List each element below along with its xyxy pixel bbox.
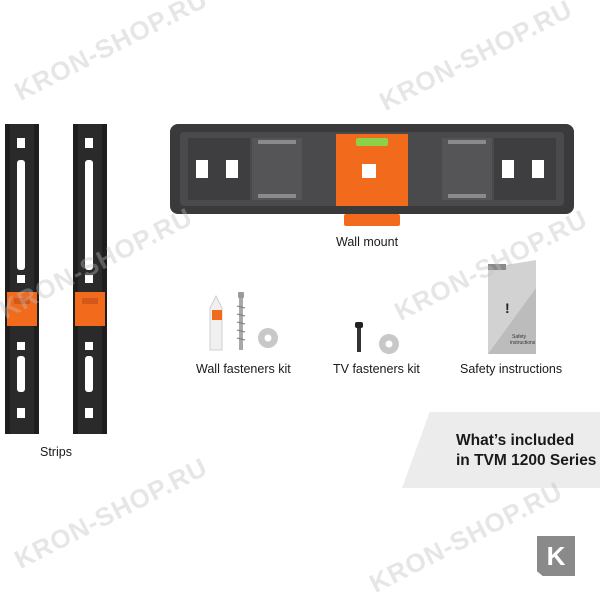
tv-fasteners-illustration — [355, 322, 399, 354]
watermark: KRON-SHOP.RU — [9, 451, 213, 575]
safety-sheet-symbol: ! — [505, 300, 510, 316]
safety-sheet-illustration — [488, 260, 536, 354]
wall-fasteners-illustration — [209, 292, 278, 351]
safety-label: Safety instructions — [460, 362, 563, 376]
series-banner — [402, 412, 600, 488]
wall-fasteners-label: Wall fasteners kit — [196, 362, 291, 376]
strips-label: Strips — [40, 445, 72, 459]
banner-line-1: What’s included — [456, 432, 575, 449]
kron-logo: K — [537, 536, 575, 576]
tv-fasteners-label: TV fasteners kit — [333, 362, 420, 376]
wall-mount-label: Wall mount — [336, 235, 399, 249]
safety-sheet-text-1: Safety — [512, 334, 527, 340]
safety-sheet-text-2: instructions — [510, 340, 536, 346]
banner-text: What’s included in TVM 1200 Series — [456, 431, 596, 471]
watermark: KRON-SHOP.RU — [374, 0, 578, 117]
strip-right — [73, 124, 107, 434]
watermark: KRON-SHOP.RU — [9, 0, 213, 107]
strip-left — [5, 124, 39, 434]
wall-mount-illustration — [170, 124, 574, 226]
banner-line-2: in TVM 1200 Series — [456, 452, 597, 469]
strips-illustration — [5, 124, 107, 434]
